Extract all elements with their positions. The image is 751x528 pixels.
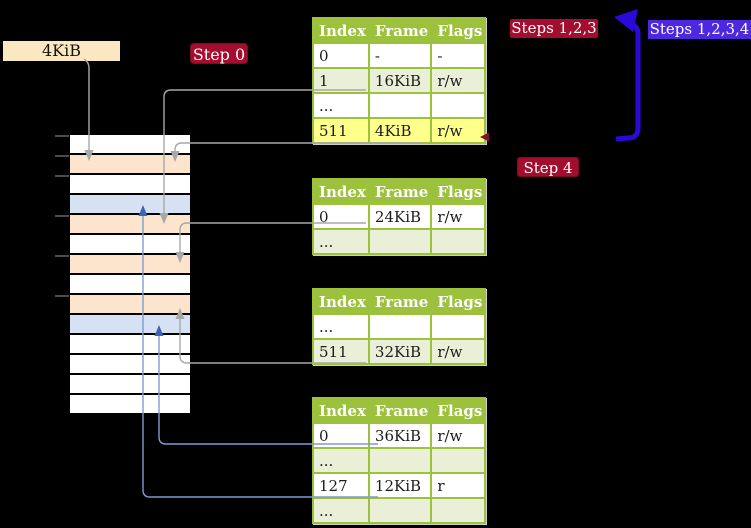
column-header-frame: Frame — [367, 17, 433, 44]
table-row: 0 36KiB r/w — [312, 422, 487, 449]
table-header-row: Index Frame Flags — [312, 17, 487, 44]
column-header-index: Index — [312, 178, 370, 205]
frame-tick-marks — [55, 135, 69, 297]
table-row: ... — [312, 313, 487, 340]
memory-frame-row — [70, 235, 190, 253]
memory-frame-row — [70, 395, 190, 413]
column-header-index: Index — [312, 397, 370, 424]
memory-frame-row — [70, 195, 190, 213]
arrowhead-upleft-icon — [614, 9, 638, 32]
memory-frame-row — [70, 215, 190, 233]
memory-frame-row — [70, 315, 190, 333]
l4-entry511-connector — [174, 142, 421, 151]
table-row: ... — [312, 447, 487, 474]
column-header-flags: Flags — [430, 178, 487, 205]
table-header-row: Index Frame Flags — [312, 178, 487, 205]
column-header-frame: Frame — [367, 178, 433, 205]
memory-frame-row — [70, 255, 190, 273]
column-header-flags: Flags — [430, 288, 487, 315]
column-header-flags: Flags — [430, 17, 487, 44]
table-row: 0 - - — [312, 42, 487, 69]
memory-frame-row — [70, 295, 190, 313]
page-table-level2: Index Frame Flags ... 511 32KiB r/w — [312, 288, 487, 365]
memory-frame-row — [70, 175, 190, 193]
table-row: 127 12KiB r — [312, 472, 487, 499]
page-table-level3: Index Frame Flags 0 24KiB r/w ... — [312, 178, 487, 255]
steps1234-badge: Steps 1,2,3,4 — [648, 20, 751, 39]
page-table-level1: Index Frame Flags 0 36KiB r/w ... 127 12… — [312, 397, 487, 524]
step0-badge: Step 0 — [190, 43, 248, 64]
translation-loop-arrow — [615, 22, 641, 142]
memory-frame-row — [70, 375, 190, 393]
column-header-flags: Flags — [430, 397, 487, 424]
column-header-frame: Frame — [367, 288, 433, 315]
steps123-badge: Steps 1,2,3 — [510, 19, 598, 38]
column-header-index: Index — [312, 288, 370, 315]
table-row: ... — [312, 497, 487, 524]
memory-frame-row — [70, 335, 190, 353]
table-header-row: Index Frame Flags — [312, 397, 487, 424]
table-row: ... — [312, 92, 487, 119]
frame-size-label: 4KiB — [3, 41, 120, 61]
table-row-highlighted: 511 4KiB r/w — [312, 117, 487, 144]
physical-memory-column — [70, 135, 190, 413]
table-row: 511 32KiB r/w — [312, 338, 487, 365]
table-row: 1 16KiB r/w — [312, 67, 487, 94]
memory-frame-row — [70, 355, 190, 373]
step4-badge: Step 4 — [517, 157, 579, 177]
memory-frame-row — [70, 155, 190, 173]
column-header-index: Index — [312, 17, 370, 44]
page-table-level4: Index Frame Flags 0 - - 1 16KiB r/w ... … — [312, 17, 487, 144]
table-header-row: Index Frame Flags — [312, 288, 487, 315]
column-header-frame: Frame — [367, 397, 433, 424]
table-row: 0 24KiB r/w — [312, 203, 487, 230]
memory-frame-row — [70, 275, 190, 293]
table-row: ... — [312, 228, 487, 255]
memory-frame-row — [70, 135, 190, 153]
